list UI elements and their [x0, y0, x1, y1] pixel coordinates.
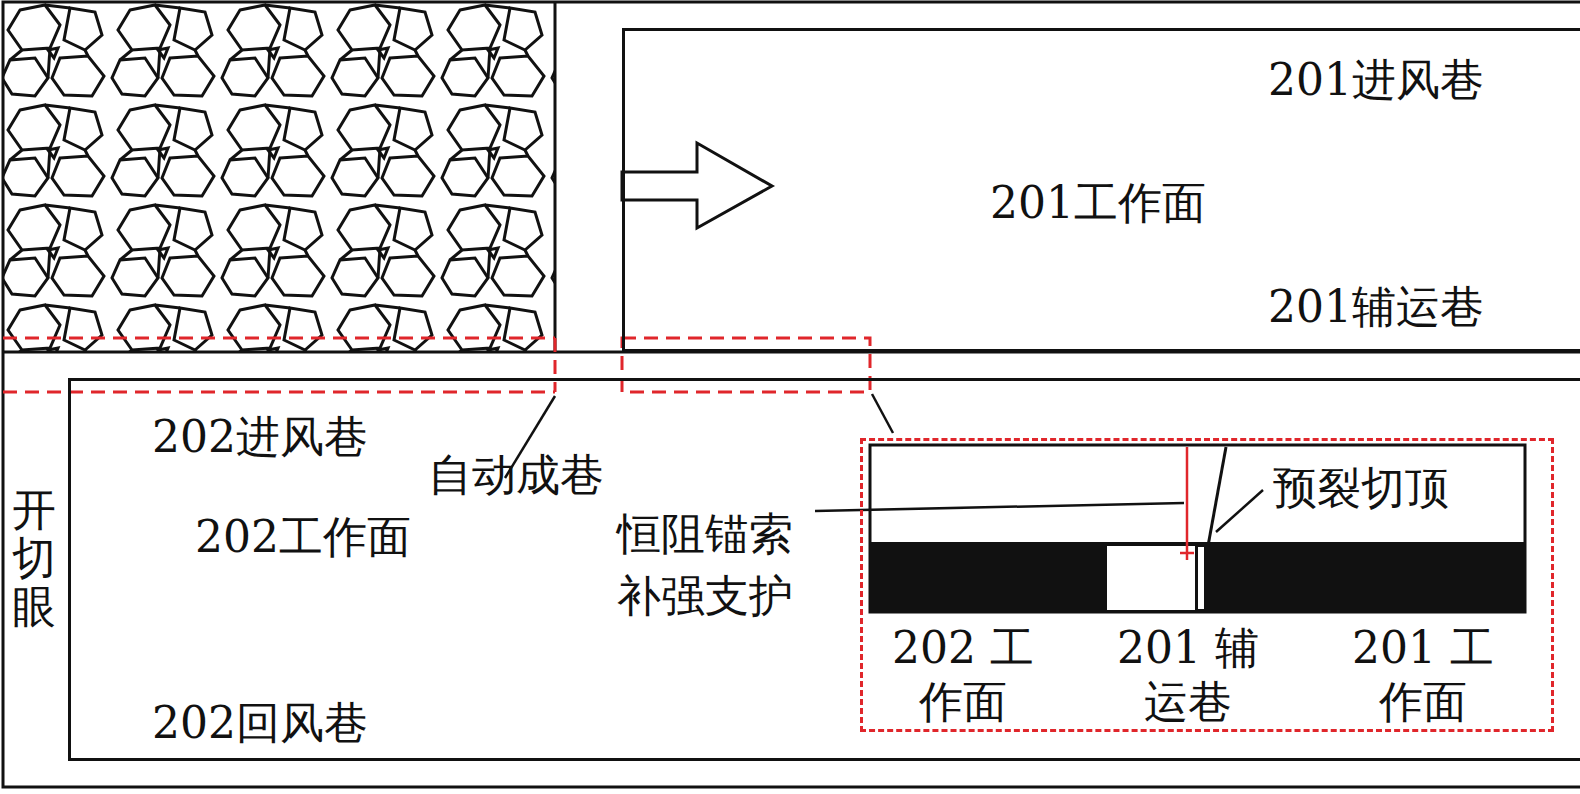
region-label: 预裂切顶 — [1273, 463, 1449, 514]
zoom-leader — [872, 394, 893, 433]
region-label: 202 工作面 — [883, 621, 1043, 729]
region-label: 201进风巷 — [1268, 55, 1484, 106]
region-label: 201 辅运巷 — [1108, 621, 1268, 729]
leader-line — [1216, 490, 1263, 532]
working-face-box: 201进风巷 201工作面 201辅运巷 — [622, 28, 1580, 352]
roadside-support — [1197, 546, 1205, 610]
region-label: 202进风巷 — [152, 412, 368, 463]
region-label: 201工作面 — [990, 178, 1206, 229]
region-label: 201 工作面 — [1343, 621, 1503, 729]
vertical-label: 开切眼 — [12, 486, 56, 631]
roadway-section — [1107, 546, 1195, 610]
advance-arrow — [622, 143, 772, 228]
working-face-box: 202进风巷 202工作面 202回风巷 预裂切顶恒阻锚索 补强支护 202 工作面 20… — [68, 378, 1580, 761]
dashed-strip — [3, 338, 555, 392]
callout-label: 自动成巷 — [428, 450, 604, 501]
goaf-edge — [554, 2, 557, 352]
anchor-cable — [1186, 447, 1189, 560]
leader-line — [815, 503, 1184, 511]
section-inset: 预裂切顶恒阻锚索 补强支护202 工作面201 辅运巷201 工作面 — [860, 438, 1554, 732]
coal-seam — [870, 542, 1525, 612]
region-label: 201辅运巷 — [1268, 282, 1484, 333]
goaf-hatch — [3, 3, 555, 352]
region-label: 202回风巷 — [152, 698, 368, 749]
callout-text: 恒阻锚索 补强支护 — [600, 503, 810, 627]
outer-frame — [3, 2, 1580, 787]
dashed-strip — [622, 338, 870, 392]
region-label: 202工作面 — [195, 512, 411, 563]
section-frame — [870, 445, 1525, 612]
anchor-plate — [1180, 552, 1194, 555]
